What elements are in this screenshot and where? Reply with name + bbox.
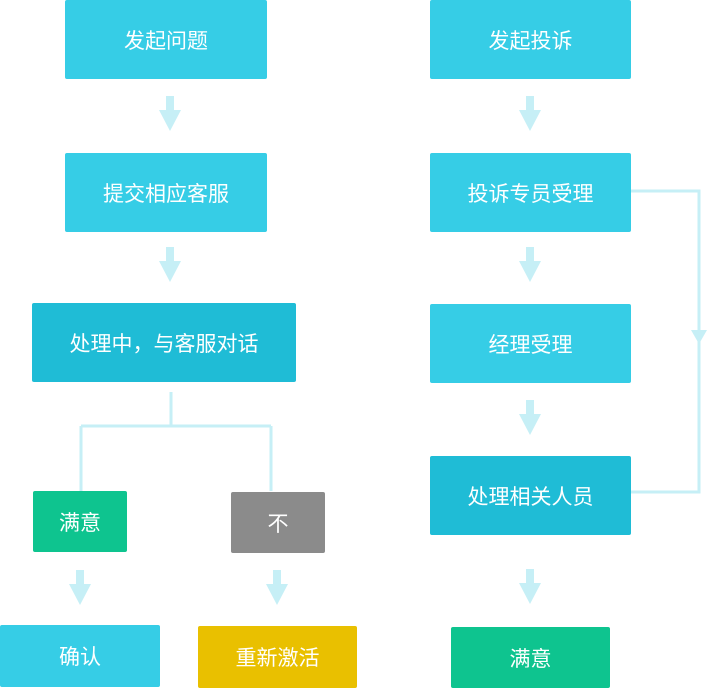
- arrow-down-icon: [69, 570, 91, 605]
- start-question-box: 发起问题: [65, 0, 267, 79]
- handle-staff-box: 处理相关人员: [430, 456, 631, 535]
- start-complaint-box: 发起投诉: [430, 0, 631, 79]
- complaint-officer-box: 投诉专员受理: [430, 153, 631, 232]
- processing-chat-box: 处理中，与客服对话: [32, 303, 296, 382]
- submit-to-support-box: 提交相应客服: [65, 153, 267, 232]
- reactivate-box: 重新激活: [198, 626, 357, 688]
- arrow-down-icon: [519, 400, 541, 435]
- arrow-down-icon: [159, 247, 181, 282]
- arrow-down-icon: [691, 330, 707, 344]
- confirm-box: 确认: [0, 625, 160, 687]
- manager-review-box: 经理受理: [430, 304, 631, 383]
- arrow-down-icon: [159, 96, 181, 131]
- escalation-bypass-connector: [631, 189, 701, 494]
- branch-split-connector: [79, 392, 273, 491]
- satisfied-final-box: 满意: [451, 627, 610, 688]
- arrow-down-icon: [519, 569, 541, 604]
- satisfied-box: 满意: [33, 491, 127, 552]
- arrow-down-icon: [519, 96, 541, 131]
- not-satisfied-box: 不: [231, 492, 325, 553]
- arrow-down-icon: [266, 570, 288, 605]
- arrow-down-icon: [519, 247, 541, 282]
